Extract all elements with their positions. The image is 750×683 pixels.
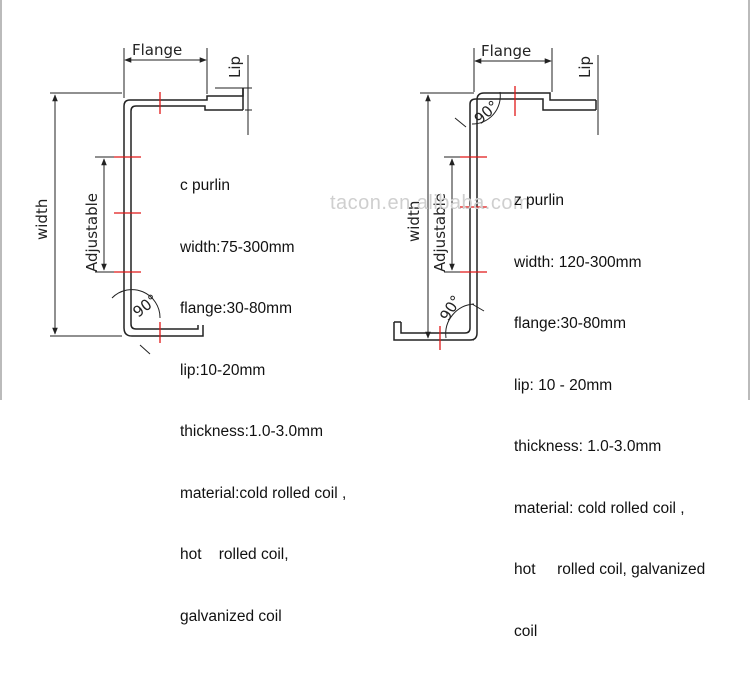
c-angle-label: 90° <box>129 291 161 322</box>
spec-line: thickness: 1.0-3.0mm <box>514 438 662 455</box>
spec-line: c purlin <box>180 177 230 194</box>
spec-line: lip:10-20mm <box>180 361 266 379</box>
spec-line: hot rolled coil, <box>180 546 289 563</box>
spec-line: width:75-300mm <box>180 238 295 256</box>
spec-line: galvanized coil <box>180 607 282 625</box>
c-hole-marks <box>114 92 161 343</box>
spec-line: z purlin <box>514 192 564 209</box>
spec-line: coil <box>514 622 538 640</box>
z-angle-arc-bottom <box>445 303 475 339</box>
c-width-label: width <box>33 199 51 240</box>
c-profile-outer <box>123 88 244 337</box>
z-width-label: width <box>405 201 423 242</box>
c-adjustable-label: Adjustable <box>83 193 101 272</box>
spec-line: material:cold rolled coil , <box>180 484 347 502</box>
spec-line: width: 120-300mm <box>514 253 642 271</box>
z-angle-arc-top <box>471 91 501 125</box>
c-flange-label: Flange <box>132 41 182 59</box>
spec-line: flange:30-80mm <box>514 315 627 332</box>
z-hole-marks <box>439 86 516 350</box>
drawing-canvas: Flange Lip width Adjustable <box>0 0 750 640</box>
spec-line: lip: 10 - 20mm <box>514 376 613 394</box>
c-purlin-specs: c purlin width:75-300mm flange:30-80mm l… <box>180 135 346 668</box>
z-profile-inner <box>400 98 596 334</box>
z-adjustable-label: Adjustable <box>431 193 449 272</box>
c-profile-inner <box>130 105 243 330</box>
c-lip-label: Lip <box>226 56 244 78</box>
c-purlin-drawing: Flange Lip width Adjustable <box>33 41 252 355</box>
z-lip-label: Lip <box>576 56 594 78</box>
spec-line: flange:30-80mm <box>180 300 293 317</box>
spec-line: material: cold rolled coil , <box>514 499 685 517</box>
purlin-diagram: Flange Lip width Adjustable <box>0 0 750 400</box>
spec-line: hot rolled coil, galvanized <box>514 561 706 578</box>
z-flange-label: Flange <box>481 42 531 60</box>
z-angle-label-bottom: 90° <box>436 292 465 324</box>
z-purlin-drawing: Flange Lip width Adjustable <box>393 42 599 350</box>
c-angle-arc <box>111 289 161 319</box>
z-purlin-specs: z purlin width: 120-300mm flange:30-80mm… <box>514 150 705 683</box>
spec-line: thickness:1.0-3.0mm <box>180 423 323 440</box>
z-angle-label-top: 90° <box>471 97 503 128</box>
watermark: tacon.en.alibaba.com <box>330 192 531 214</box>
